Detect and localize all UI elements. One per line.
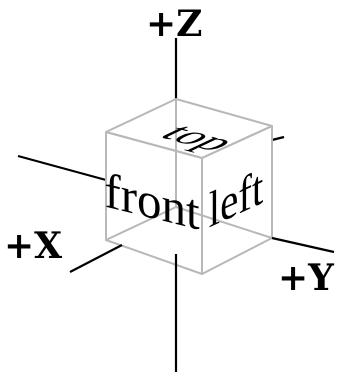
cube bbox=[105, 98, 273, 275]
z-axis-label: +Z bbox=[146, 3, 202, 45]
y-axis-front bbox=[271, 236, 335, 254]
cube-hidden-edge-left bbox=[105, 206, 177, 241]
top-face-label: top bbox=[149, 119, 252, 156]
x-axis-front bbox=[69, 244, 123, 273]
y-axis-label: +Y bbox=[278, 257, 335, 299]
x-axis-label: +X bbox=[4, 225, 62, 267]
front-face-label: front bbox=[104, 162, 199, 241]
y-axis-back bbox=[271, 135, 285, 142]
cube-hidden-edge-right bbox=[175, 206, 273, 239]
x-axis-back bbox=[17, 154, 107, 182]
